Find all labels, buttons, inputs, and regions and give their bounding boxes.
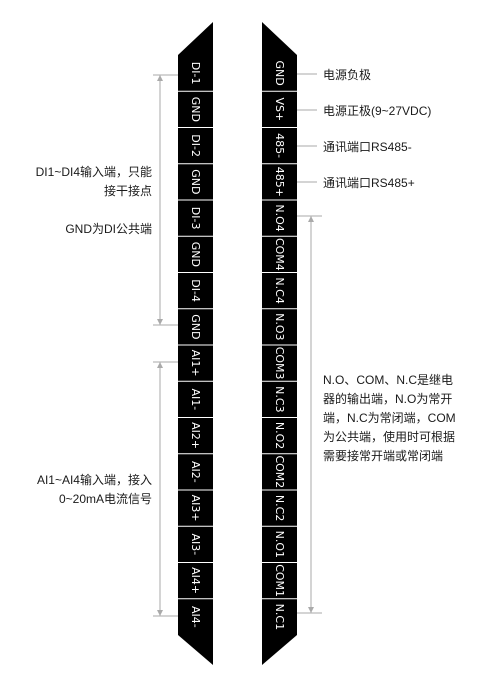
di-arrow-down — [157, 319, 163, 325]
pin-label: AI3- — [189, 534, 202, 556]
relay-note-line2: 器的输出端，N.O为常开 — [323, 392, 453, 406]
rs485-plus-label: 通讯端口RS485+ — [323, 176, 415, 190]
ai-note: AI1~AI4输入端，接入 0~20mA电流信号 — [20, 471, 152, 509]
right-terminal-strip — [262, 22, 297, 665]
pin-label: N.O3 — [273, 313, 286, 340]
pin-label: N.C1 — [273, 604, 286, 630]
rs485-minus-label: 通讯端口RS485- — [323, 140, 412, 154]
pin-label: GND — [189, 314, 202, 339]
di-arrow-up — [157, 75, 163, 81]
pin-label: AI4- — [189, 606, 202, 628]
ai-note-line2: 0~20mA电流信号 — [58, 492, 152, 506]
pin-label: N.C3 — [273, 386, 286, 412]
left-terminal-strip — [178, 22, 213, 665]
vs-label: 电源正极(9~27VDC) — [323, 104, 432, 118]
pin-label: N.O1 — [273, 531, 286, 558]
gnd-note: GND为DI公共端 — [65, 222, 152, 236]
pin-label: GND — [189, 169, 202, 194]
pin-label: DI-3 — [189, 207, 202, 230]
relay-arrow-up — [308, 216, 314, 222]
di-note: DI1~DI4输入端，只能 接干接点 — [20, 163, 152, 201]
ai-arrow-up — [157, 362, 163, 368]
pin-label: AI1- — [189, 389, 202, 411]
pin-label: AI1+ — [189, 350, 202, 377]
pin-label: GND — [273, 61, 286, 86]
pin-label: DI-1 — [189, 62, 202, 85]
pin-label: AI2- — [189, 461, 202, 483]
gnd-label: 电源负极 — [323, 68, 372, 82]
pin-label: AI2+ — [189, 422, 202, 449]
ai-note-line1: AI1~AI4输入端，接入 — [36, 473, 152, 487]
pin-label: 485- — [273, 133, 286, 158]
pin-label: VS+ — [273, 98, 286, 122]
relay-note-line1: N.O、COM、N.C是继电 — [323, 373, 453, 387]
pin-label: COM1 — [273, 564, 286, 597]
relay-arrow-down — [308, 607, 314, 613]
relay-note-line3: 端，N.C为常闭端，COM — [323, 411, 456, 425]
di-note-line1: DI1~DI4输入端，只能 — [35, 165, 152, 179]
pin-label: COM4 — [273, 238, 286, 271]
pin-label: N.C2 — [273, 495, 286, 521]
pin-label: 485+ — [273, 167, 286, 197]
pin-label: N.O4 — [273, 204, 286, 231]
di-note-line2: 接干接点 — [103, 184, 152, 198]
pin-label: COM3 — [273, 347, 286, 380]
pin-label: GND — [189, 242, 202, 267]
relay-note-line5: 需要接常开端或常闭端 — [323, 449, 444, 463]
pin-label: AI4+ — [189, 567, 202, 594]
pin-label: N.O2 — [273, 422, 286, 449]
pin-label: DI-2 — [189, 134, 202, 157]
pin-label: COM2 — [273, 455, 286, 488]
pin-label: GND — [189, 97, 202, 122]
pin-label: N.C4 — [273, 277, 286, 303]
relay-note-line4: 为公共端，使用时可根据 — [323, 430, 456, 444]
ai-arrow-down — [157, 610, 163, 616]
pin-label: DI-4 — [189, 279, 202, 302]
relay-note: N.O、COM、N.C是继电 器的输出端，N.O为常开 端，N.C为常闭端，CO… — [323, 371, 483, 466]
pin-label: AI3+ — [189, 495, 202, 522]
